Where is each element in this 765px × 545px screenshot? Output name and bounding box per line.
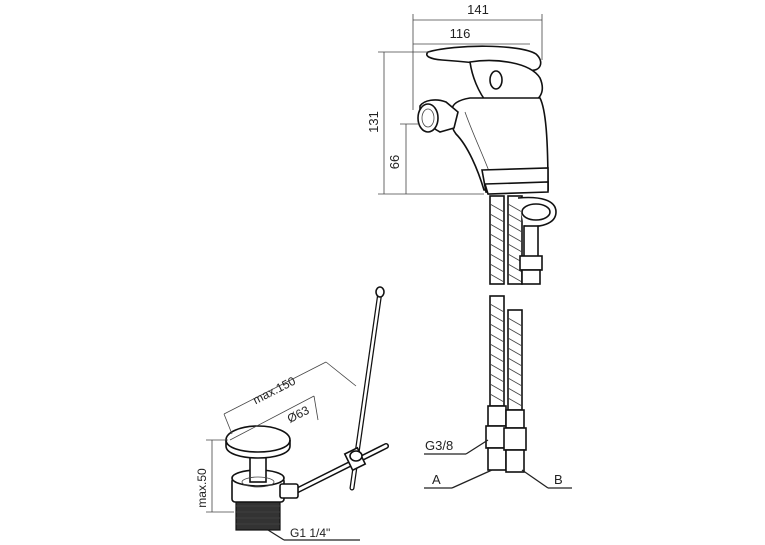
label-a: A xyxy=(432,472,441,487)
b-leader xyxy=(521,469,572,489)
g38-leader xyxy=(424,439,489,455)
a-leader xyxy=(424,469,493,489)
waste-thread-label: G1 1/4" xyxy=(290,526,330,540)
dim-overall-width: 141 xyxy=(467,2,489,17)
dim-141-lines xyxy=(412,14,543,110)
dim-max-length: max.150 xyxy=(250,374,298,408)
hose-a xyxy=(485,195,509,471)
waste-plug xyxy=(225,425,299,531)
linkage-rod xyxy=(287,443,389,497)
dim-66-lines xyxy=(400,123,420,194)
label-b: B xyxy=(554,472,563,487)
dim-max-height: max.50 xyxy=(195,468,209,508)
dim-overall-height: 131 xyxy=(366,111,381,133)
g114-leader xyxy=(267,529,360,541)
dim-diameter: Ø63 xyxy=(285,403,312,426)
dim-max150-lines xyxy=(223,361,357,435)
dim-spout-width: 116 xyxy=(450,26,471,41)
dim-131-lines xyxy=(378,51,484,195)
dim-outlet-height: 66 xyxy=(387,155,402,169)
hose-b xyxy=(503,195,527,473)
faucet-body xyxy=(417,45,549,195)
mounting-clamp xyxy=(517,196,557,285)
dim-max50-lines xyxy=(206,439,234,513)
hose-thread-label: G3/8 xyxy=(425,438,453,453)
dim-63-lines xyxy=(229,395,319,441)
